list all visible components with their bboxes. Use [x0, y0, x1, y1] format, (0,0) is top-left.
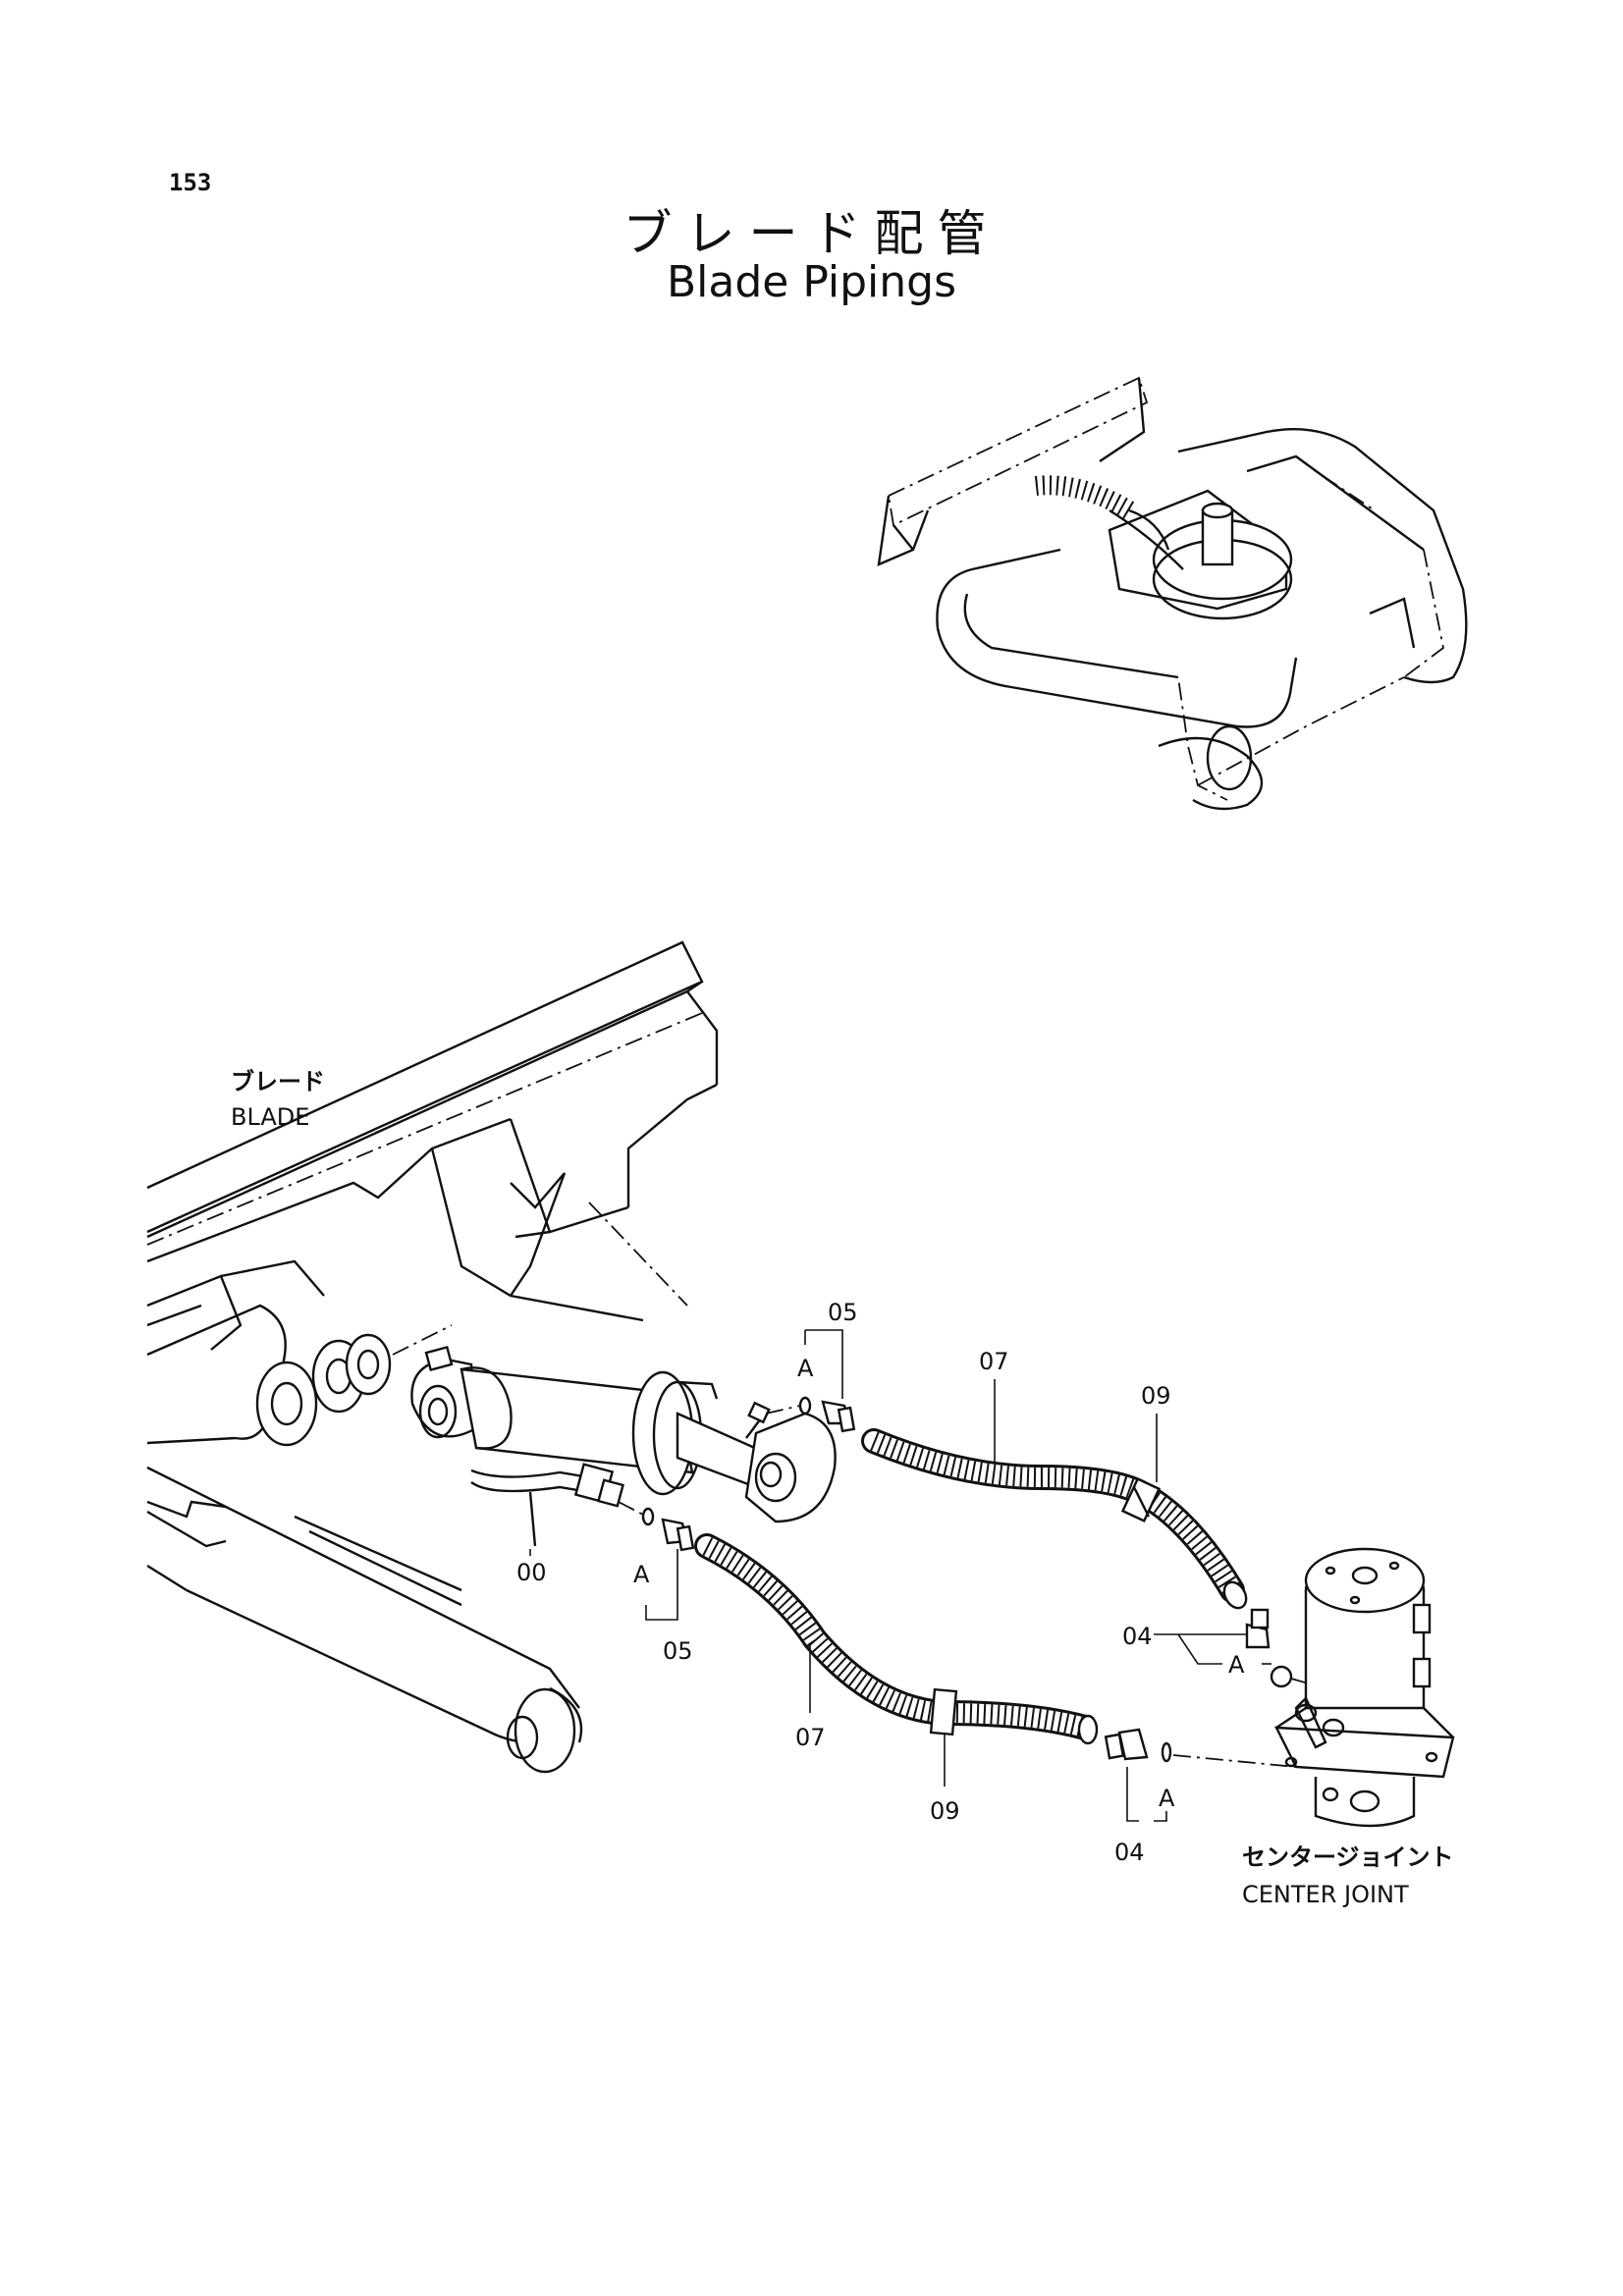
callout-05-upper: 05	[828, 1299, 858, 1326]
callout-05-lower: 05	[663, 1637, 693, 1665]
callout-04-upper: 04	[1122, 1623, 1153, 1650]
callout-09-lower: 09	[930, 1797, 960, 1825]
callout-a-1: A	[797, 1355, 814, 1382]
page-number: 153	[169, 169, 212, 196]
center-joint-drawing	[1274, 1547, 1455, 1828]
undercarriage-frame-drawing	[146, 1304, 583, 1774]
callout-a-4: A	[1159, 1785, 1175, 1812]
callout-07-upper: 07	[979, 1348, 1009, 1375]
blade-label-japanese: ブレード	[231, 1068, 325, 1095]
callout-00: 00	[516, 1559, 547, 1586]
callout-a-2: A	[633, 1561, 650, 1588]
callout-04-lower: 04	[1114, 1839, 1145, 1866]
center-joint-label-japanese: センタージョイント	[1242, 1843, 1454, 1871]
blade-cylinder-drawing	[410, 1345, 837, 1547]
page-title-english: Blade Pipings	[666, 257, 957, 307]
page-title-japanese: ブレード配管	[622, 205, 1001, 262]
leader-lines	[529, 1329, 1271, 1822]
callout-07-lower: 07	[795, 1724, 826, 1751]
diagram-labels: ブレード BLADE センタージョイント CENTER JOINT	[231, 1068, 1454, 1908]
blade-label-english: BLADE	[231, 1103, 309, 1131]
fittings-and-o-rings	[618, 1396, 1326, 1768]
callout-09-upper: 09	[1141, 1382, 1171, 1410]
part-callouts: 05 A 07 09 00 A 05 07 09 04 A A 04	[516, 1299, 1245, 1866]
undercarriage-overview-drawing	[877, 376, 1468, 811]
hose-upper-drawing	[861, 1428, 1248, 1610]
callout-a-3: A	[1228, 1651, 1245, 1679]
blade-drawing	[146, 940, 719, 1351]
center-joint-label-english: CENTER JOINT	[1242, 1881, 1409, 1908]
hose-lower-drawing	[694, 1533, 1099, 1745]
